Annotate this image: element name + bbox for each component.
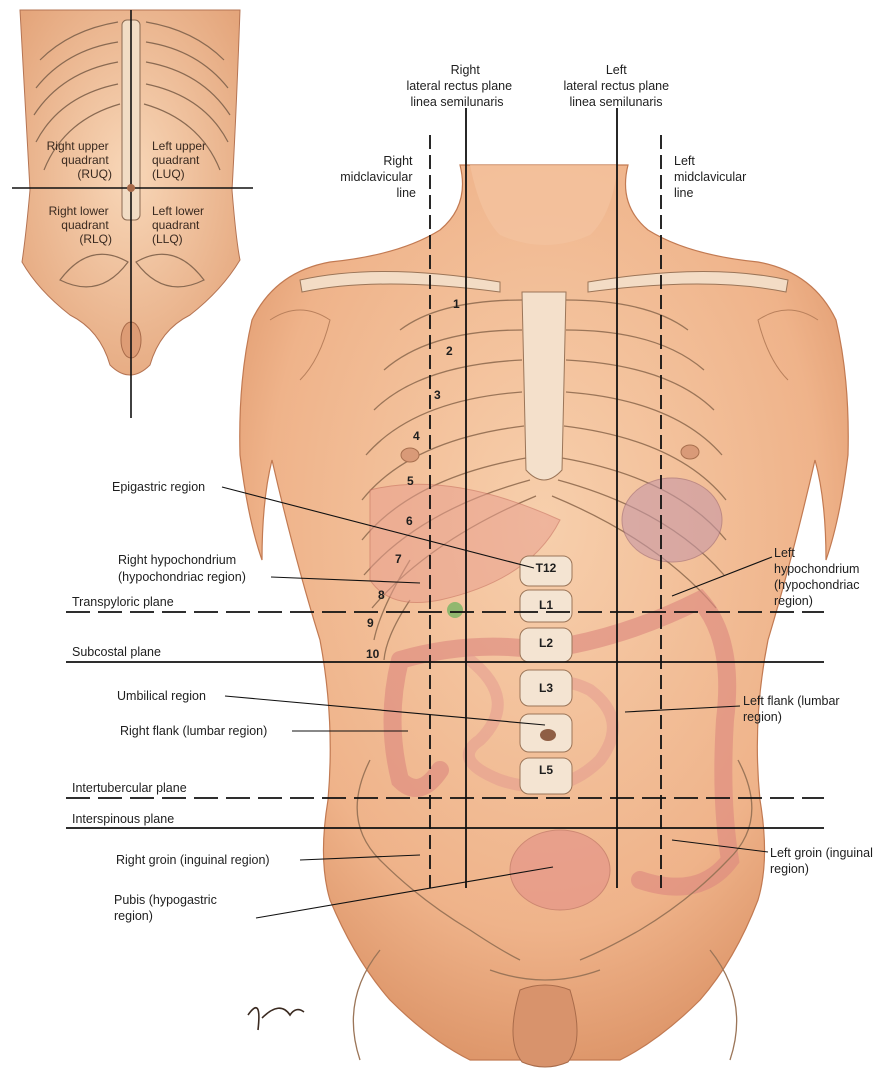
genitals — [513, 985, 577, 1067]
rib-number: 4 — [413, 429, 420, 443]
left-lateral-rectus-label: Left lateral rectus plane linea semiluna… — [563, 63, 672, 109]
right-nipple — [401, 448, 419, 462]
interspinous-plane-label: Interspinous plane — [72, 812, 174, 826]
intertubercular-plane-label: Intertubercular plane — [72, 781, 187, 795]
left-nipple — [681, 445, 699, 459]
bladder-colon — [510, 830, 610, 910]
quadrant-inset: Right upper quadrant (RUQ) Left upper qu… — [12, 10, 253, 418]
pubis-label: Pubis (hypogastric region) — [114, 893, 220, 923]
left-groin-label: Left groin (inguinal region) — [770, 846, 876, 876]
artist-signature — [248, 1008, 304, 1030]
subcostal-plane-label: Subcostal plane — [72, 645, 161, 659]
rib-number: 7 — [395, 552, 402, 566]
epigastric-region-label: Epigastric region — [112, 480, 205, 494]
vertebra-label: L2 — [539, 636, 553, 650]
vertebra-label: L5 — [539, 763, 553, 777]
sternum — [522, 292, 566, 480]
transpyloric-plane-label: Transpyloric plane — [72, 595, 174, 609]
vertebra-label: L3 — [539, 681, 553, 695]
rib-number: 5 — [407, 474, 414, 488]
rib-number: 3 — [434, 388, 441, 402]
rib-number: 2 — [446, 344, 453, 358]
rib-number: 6 — [406, 514, 413, 528]
right-groin-label: Right groin (inguinal region) — [116, 853, 270, 867]
rib-number: 1 — [453, 297, 460, 311]
right-hypochondrium-label: Right hypochondrium (hypochondriac regio… — [118, 553, 246, 584]
gallbladder — [447, 602, 463, 618]
umbilicus — [540, 729, 556, 741]
left-midclavicular-label: Left midclavicular line — [674, 154, 750, 200]
right-lateral-rectus-label: Right lateral rectus plane linea semilun… — [406, 63, 515, 109]
stomach — [622, 478, 722, 562]
rib-number: 10 — [366, 647, 380, 661]
umbilical-region-label: Umbilical region — [117, 689, 206, 703]
vertebra-label: T12 — [536, 561, 557, 575]
left-hypochondrium-label: Left hypochondrium (hypochondriac region… — [774, 546, 863, 608]
right-flank-label: Right flank (lumbar region) — [120, 724, 267, 738]
rib-number: 9 — [367, 616, 374, 630]
right-midclavicular-label: Right midclavicular line — [340, 154, 416, 200]
main-torso — [240, 165, 849, 1067]
rib-number: 8 — [378, 588, 385, 602]
inset-umbilicus — [127, 184, 135, 192]
vertebral-column — [520, 556, 572, 794]
vertebra-label: L1 — [539, 598, 553, 612]
